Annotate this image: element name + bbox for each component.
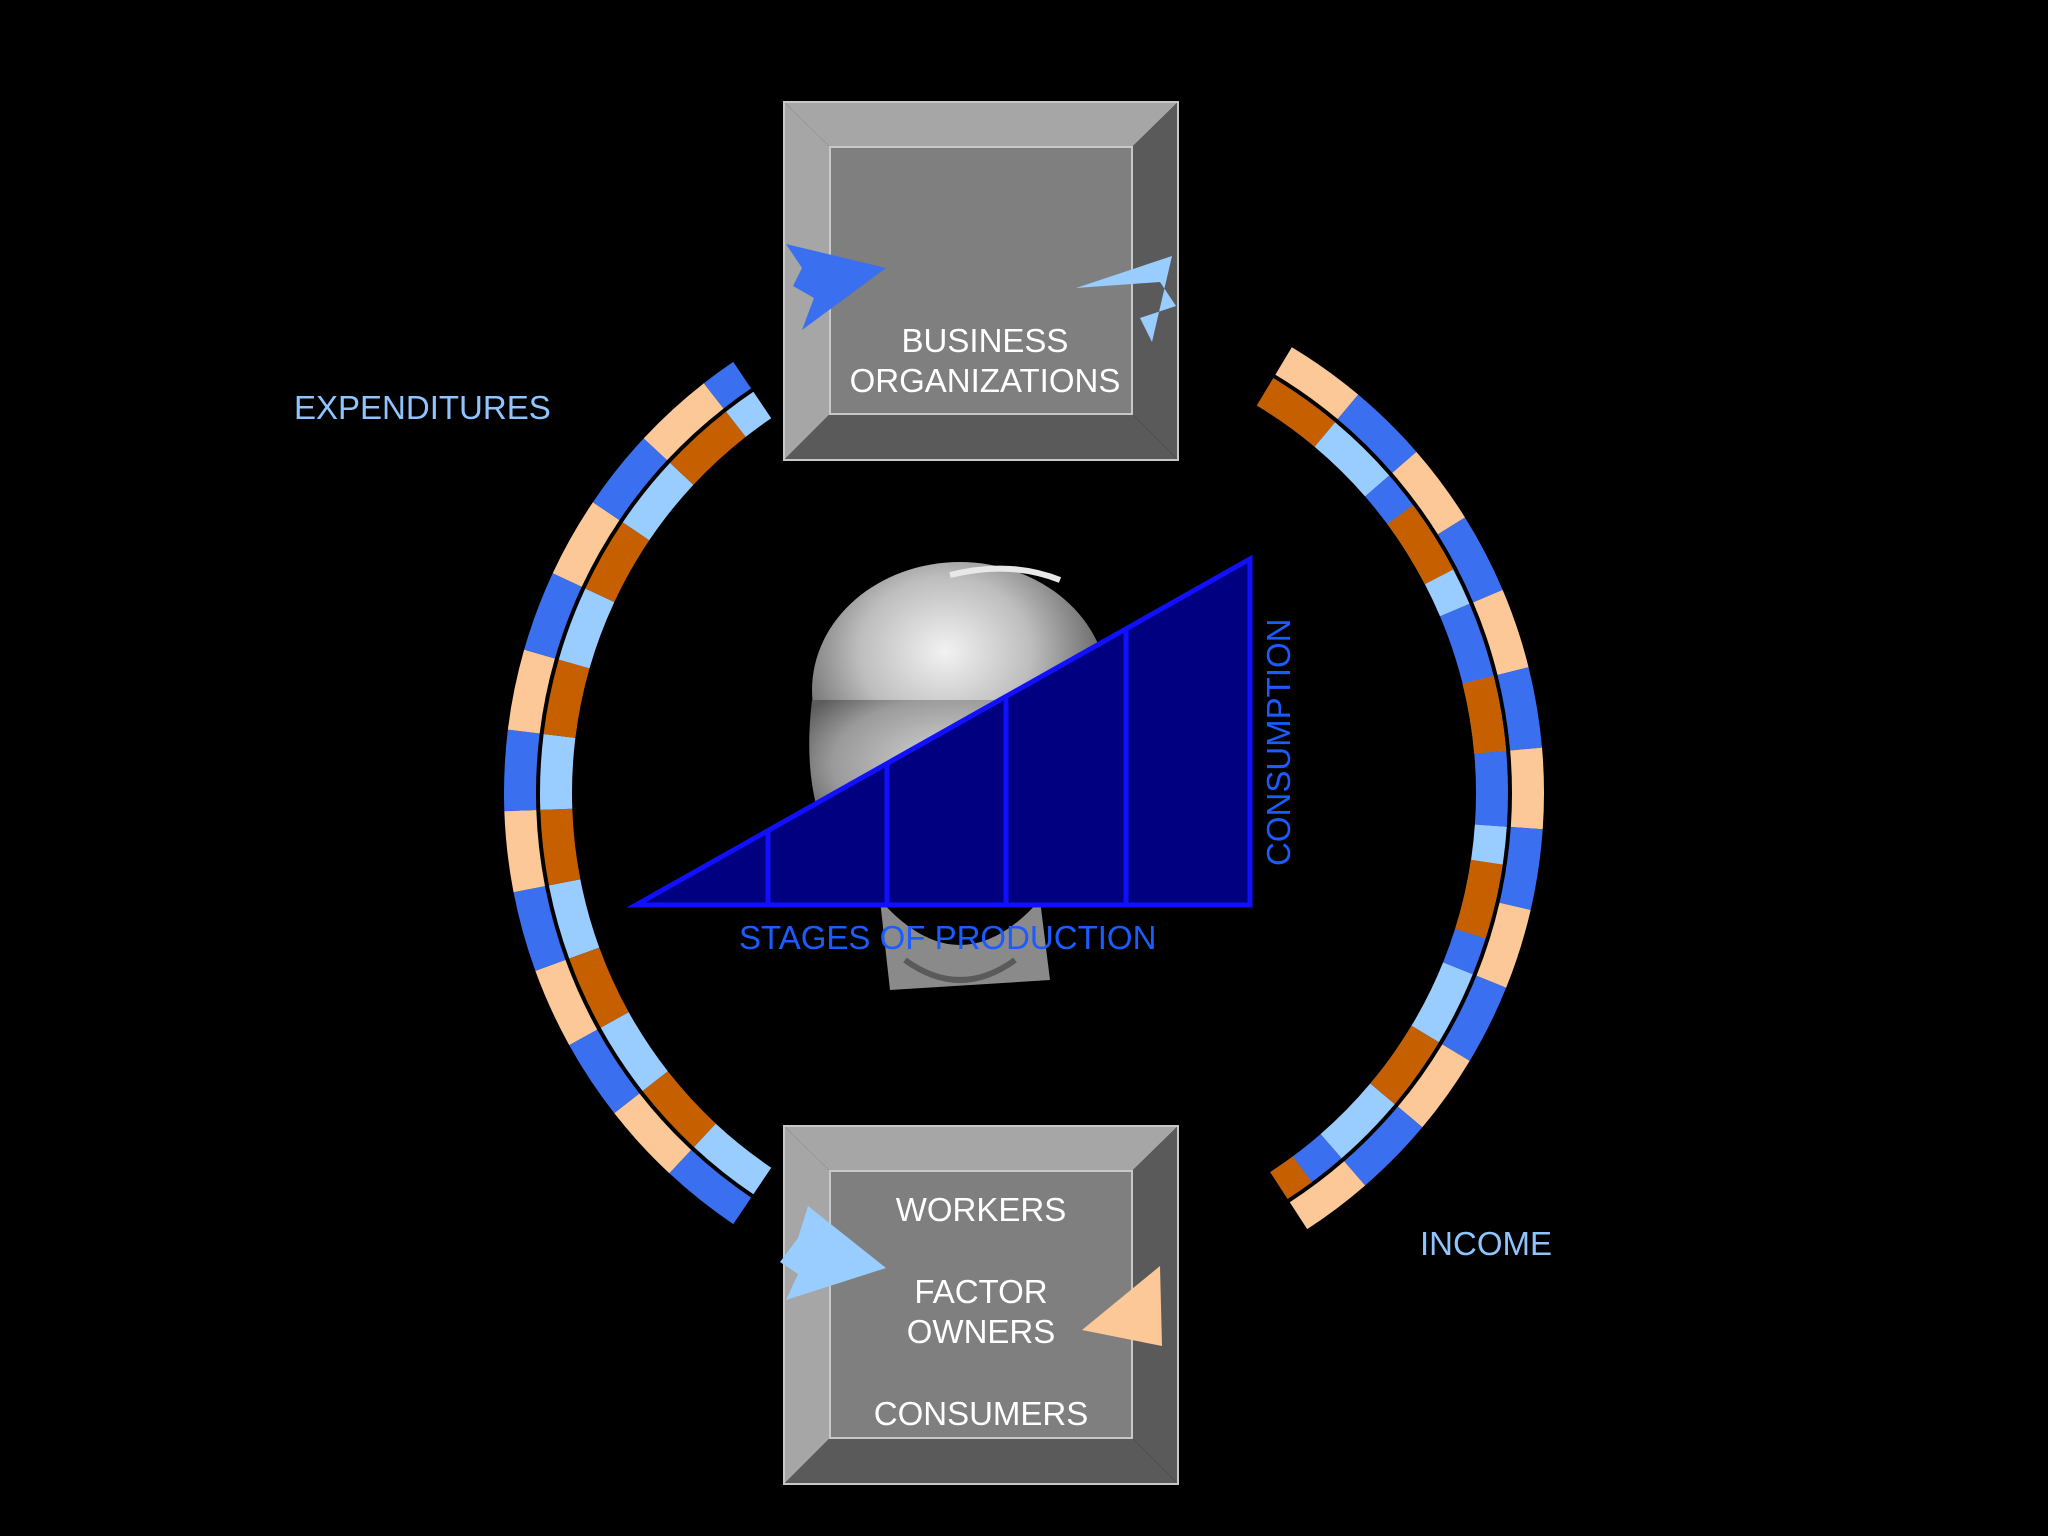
ring-inner-accent-segment — [1270, 1156, 1312, 1199]
ring-inner-segment — [622, 462, 694, 541]
business-label-line2: ORGANIZATIONS — [850, 362, 1121, 399]
ring-outer-segment — [643, 383, 724, 461]
arrow-into-business-icon — [786, 244, 886, 330]
ring-outer-segment — [1476, 902, 1531, 988]
stage-dividers — [765, 628, 1129, 905]
ring-inner-segment — [1474, 750, 1508, 827]
ring-outer-segment — [1497, 667, 1543, 751]
ring-outer-segment — [507, 649, 555, 734]
expenditures-flow-ring — [504, 361, 772, 1225]
ring-inner-segment — [600, 1012, 668, 1091]
triangle-shape — [626, 554, 1253, 908]
ring-outer-segment — [535, 959, 598, 1046]
income-flow-ring — [1256, 347, 1545, 1230]
ring-outer-segment — [703, 361, 752, 409]
ring-outer-segment — [569, 1029, 640, 1114]
ring-outer-segment — [1442, 975, 1507, 1061]
ring-outer-segment — [504, 810, 545, 893]
ring-outer-segment — [504, 729, 540, 812]
business-label-line1: BUSINESS — [902, 322, 1069, 359]
arrow-into-households-icon — [780, 1206, 886, 1300]
ring-inner-segment — [670, 411, 746, 485]
ring-inner-segment — [726, 391, 772, 437]
ring-outer-segment — [524, 573, 582, 659]
box-face — [829, 146, 1133, 415]
ring-inner-segment — [540, 808, 581, 886]
ring-outer-segment — [1275, 347, 1359, 420]
box-bevel-top — [784, 1126, 1178, 1171]
ring-outer-segment — [669, 1149, 752, 1225]
expenditures-label: EXPENDITURES — [294, 389, 551, 426]
ring-outer-segment — [1344, 1106, 1423, 1186]
ring-inner-segment — [540, 734, 576, 810]
factor-owners-label-line2: OWNERS — [907, 1313, 1056, 1350]
box-bevel-bottom — [784, 414, 1178, 460]
factor-owners-label-line1: FACTOR — [914, 1273, 1047, 1310]
ring-inner-accent-segment — [1370, 1025, 1439, 1105]
ring-outer-segment — [513, 886, 566, 971]
ring-outer-segment — [614, 1093, 692, 1174]
ring-inner-accent-segment — [1455, 859, 1503, 939]
ring-outer-segment — [1392, 451, 1465, 535]
ring-inner-accent-segment — [1387, 505, 1454, 585]
ring-inner-segment — [548, 879, 600, 959]
ring-inner-segment — [693, 1123, 772, 1195]
consumers-label: CONSUMERS — [874, 1395, 1089, 1432]
ring-inner-segment — [569, 947, 629, 1028]
ring-inner-accent-segment — [1256, 378, 1336, 447]
stages-of-production-triangle — [626, 554, 1253, 908]
ring-inner-segment — [642, 1071, 716, 1147]
ring-inner-segment — [1440, 603, 1494, 684]
arrow-into-business-right-icon — [1076, 256, 1176, 342]
box-bevel-bottom — [784, 1438, 1178, 1484]
ring-outer-segment — [1397, 1044, 1470, 1128]
ring-outer-segment — [1510, 747, 1545, 830]
ring-outer-segment — [1289, 1161, 1366, 1230]
ring-inner-accent-segment — [1462, 675, 1507, 754]
ring-inner-segment — [543, 659, 590, 738]
income-label: INCOME — [1420, 1225, 1552, 1262]
ring-inner-segment — [1320, 1083, 1395, 1159]
ring-outer-segment — [552, 502, 620, 587]
ring-outer-segment — [1473, 589, 1529, 675]
ring-outer-segment — [1337, 394, 1417, 473]
ring-outer-segment — [1437, 517, 1503, 603]
box-bevel-top — [784, 102, 1178, 147]
triangle-y-label: CONSUMPTION — [1260, 619, 1297, 867]
ring-inner-segment — [585, 522, 650, 602]
box-bevel-left — [784, 1126, 830, 1484]
ring-outer-segment — [592, 438, 668, 521]
ring-outer-segment — [1499, 827, 1543, 910]
ring-inner-segment — [1411, 962, 1473, 1043]
ring-inner-segment — [1314, 422, 1390, 497]
arrow-into-households-right-icon — [1082, 1266, 1162, 1346]
triangle-x-label: STAGES OF PRODUCTION — [739, 919, 1156, 956]
ring-inner-segment — [558, 588, 615, 669]
workers-label: WORKERS — [896, 1191, 1067, 1228]
